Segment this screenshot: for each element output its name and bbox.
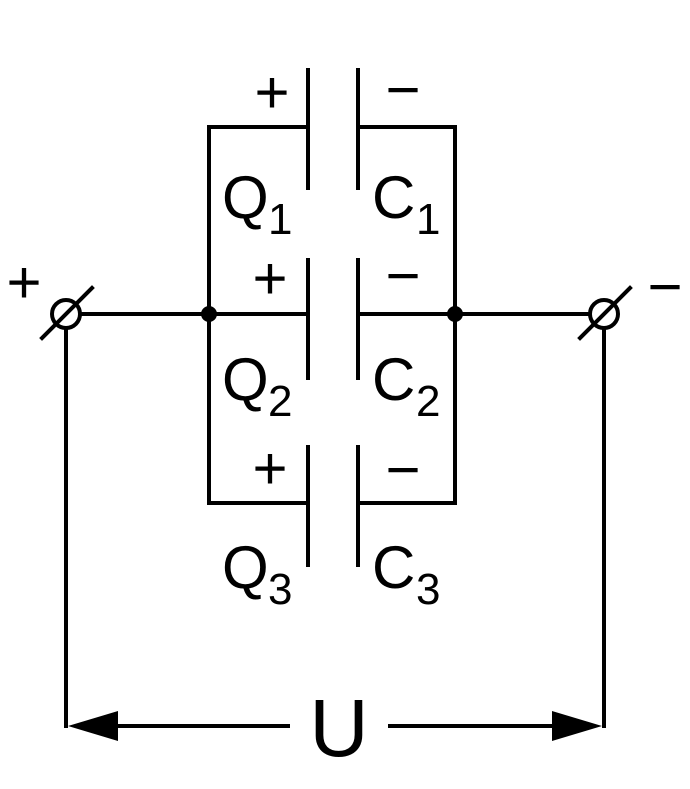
c3-minus-sign: − [385,436,420,503]
c1-plus-sign: + [254,59,289,126]
junction-left [201,306,217,322]
label-c2: C [372,346,415,413]
terminal-positive [39,285,95,341]
label-q2: Q [222,346,269,413]
label-c1: C [372,164,415,231]
terminal-minus-sign: − [647,253,682,320]
c2-plus-sign: + [252,245,287,312]
label-q3: Q [222,534,269,601]
voltage-arrowhead-left [68,711,118,741]
c3-plus-sign: + [252,435,287,502]
label-q2-subscript: 2 [268,377,292,426]
label-q1-subscript: 1 [268,195,292,244]
label-q1: Q [222,164,269,231]
label-c3-subscript: 3 [416,565,440,614]
terminal-plus-sign: + [6,249,41,316]
label-c3: C [372,534,415,601]
label-c2-subscript: 2 [416,377,440,426]
capacitor-c3 [306,445,360,567]
junction-right [447,306,463,322]
voltage-arrowhead-right [552,711,602,741]
capacitor-c2 [306,258,360,380]
label-q3-subscript: 3 [268,565,292,614]
terminal-negative [577,285,633,341]
label-c1-subscript: 1 [416,195,440,244]
c1-minus-sign: − [385,56,420,123]
c2-minus-sign: − [385,242,420,309]
label-voltage-u: U [309,683,368,774]
capacitor-c1 [306,68,360,190]
